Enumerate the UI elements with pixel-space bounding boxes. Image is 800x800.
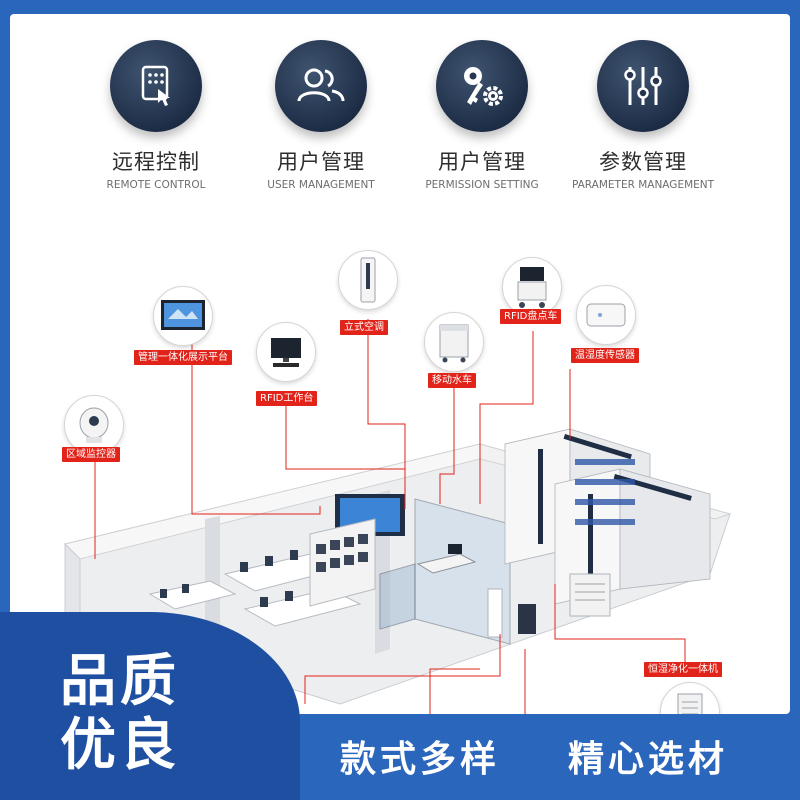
rfid-workstation-icon (256, 322, 316, 382)
feature-user-management: 用户管理 USER MANAGEMENT (236, 40, 406, 191)
mobile-cart-icon (424, 312, 484, 372)
feature-subtitle: REMOTE CONTROL (106, 179, 206, 191)
air-conditioner-icon (338, 250, 398, 310)
feature-subtitle: USER MANAGEMENT (267, 179, 375, 191)
feature-permission-setting: 用户管理 PERMISSION SETTING (397, 40, 567, 191)
quality-text-line2: 优良 (60, 713, 180, 778)
feature-title: 远程控制 (112, 150, 200, 174)
label-management-display: 管理一体化展示平台 (134, 350, 232, 365)
area-monitor-icon (64, 395, 124, 455)
users-icon (275, 40, 367, 132)
label-rfid-cart: RFID盘点车 (500, 309, 562, 324)
sliders-icon (597, 40, 689, 132)
feature-title: 用户管理 (277, 150, 365, 174)
feature-subtitle: PERMISSION SETTING (425, 179, 539, 191)
content-card: 远程控制 REMOTE CONTROL 用户管理 USER MANAGEMENT (10, 14, 790, 714)
temperature-humidity-sensor-icon (576, 285, 636, 345)
key-gear-icon (436, 40, 528, 132)
label-temperature-humidity-sensor: 温湿度传感器 (571, 348, 639, 363)
quality-text-line1: 品质 (60, 649, 180, 714)
label-air-conditioner: 立式空调 (340, 320, 388, 335)
label-area-monitor: 区域监控器 (62, 447, 120, 462)
feature-title: 参数管理 (599, 150, 687, 174)
remote-control-icon (110, 40, 202, 132)
feature-parameter-management: 参数管理 PARAMETER MANAGEMENT (558, 40, 728, 191)
feature-title: 用户管理 (438, 150, 526, 174)
rfid-cart-icon (502, 257, 562, 317)
quality-banner: 品质 优良 (0, 612, 300, 800)
display-platform-icon (153, 286, 213, 346)
feature-subtitle: PARAMETER MANAGEMENT (571, 179, 715, 191)
slogan-materials: 精心选材 (568, 739, 729, 780)
feature-remote-control: 远程控制 REMOTE CONTROL (71, 40, 241, 191)
slogan-variety: 款式多样 (340, 739, 501, 780)
label-mobile-cart: 移动水车 (428, 373, 476, 388)
label-rfid-workstation: RFID工作台 (256, 391, 318, 406)
label-purifier: 恒湿净化一体机 (644, 662, 722, 677)
